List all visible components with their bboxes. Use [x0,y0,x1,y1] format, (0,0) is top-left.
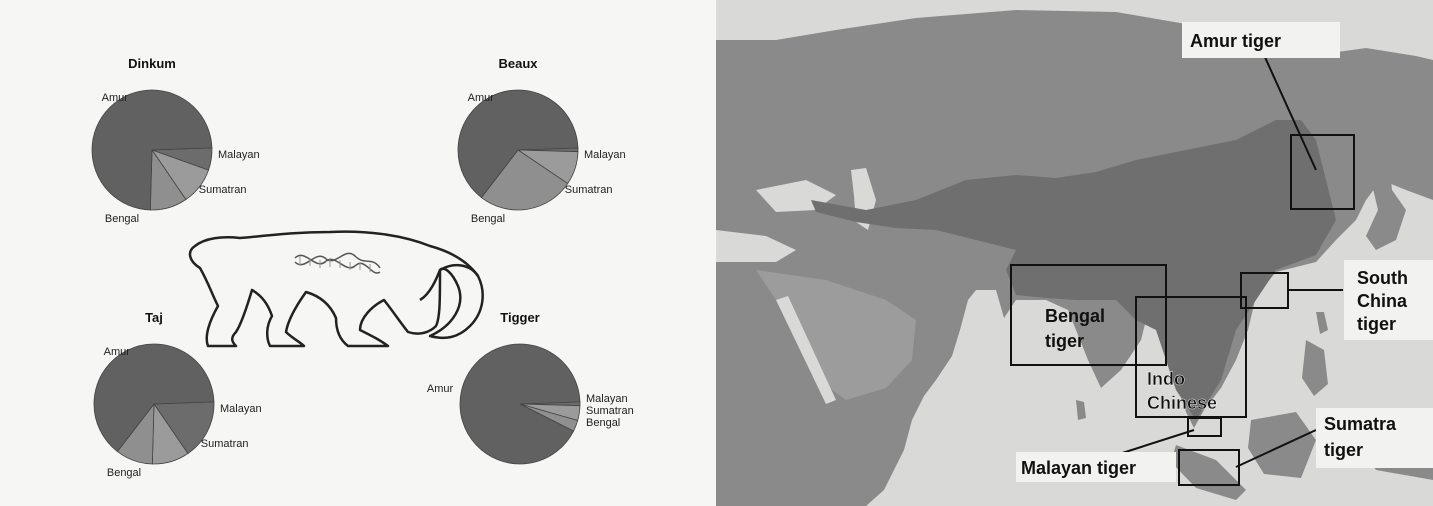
pie-label-bengal: Bengal [471,213,505,225]
sumatran-label-bg [1316,408,1433,468]
tiger-range-map: Amur tiger South China tiger Bengal tige… [716,0,1433,506]
south-china-label-bg [1344,260,1433,340]
sumatran-leader [1235,429,1317,468]
amur-label: Amur tiger [1190,31,1281,51]
malayan-label: Malayan tiger [1021,458,1136,478]
pie-slice-amur [93,343,215,453]
pie-label-malayan: Malayan [220,403,262,415]
pie-label-malayan: Malayan [218,149,260,161]
pie-slice-amur [457,89,579,199]
pie-label-amur: Amur [468,92,495,104]
pie-slice-amur [459,343,581,465]
bengal-label-1: Bengal [1045,306,1105,326]
pie-title: Taj [145,310,163,325]
pie-label-bengal: Bengal [105,213,139,225]
sumatran-label-2: tiger [1324,440,1363,460]
pie-slice-malayan [153,401,215,455]
sumatra-island [1171,445,1246,500]
tiger-outline-icon [188,230,484,348]
pie-label-amur: Amur [427,383,454,395]
red-sea [776,296,836,404]
malayan-box [1187,417,1222,437]
dna-helix-icon [294,252,381,274]
sri-lanka [1076,400,1086,420]
pie-slice-amur [91,89,213,211]
pie-label-bengal: Bengal [107,467,141,479]
pie-label-malayan: Malayan [584,149,626,161]
pie-label-sumatran: Sumatran [565,184,613,196]
south-china-label-3: tiger [1357,314,1396,334]
sumatran-box [1178,449,1240,486]
bengal-label-2: tiger [1045,331,1084,351]
pie-label-malayan: Malayan [586,393,628,405]
pie-label-bengal: Bengal [586,417,620,429]
pie-label-amur: Amur [102,92,129,104]
bengal-box [1010,264,1167,366]
amur-label-bg [1182,22,1340,58]
malayan-leader [1115,429,1195,456]
tiger-range [811,120,1336,420]
amur-leader [1263,54,1317,171]
south-china-label-1: South [1357,268,1408,288]
malayan-label-bg [1016,452,1176,482]
pie-label-sumatran: Sumatran [201,438,249,450]
amur-box [1290,134,1355,210]
indo-label-1: Indo [1147,369,1185,389]
pie-title: Dinkum [128,56,176,71]
philippines [1302,340,1328,396]
pie-charts: DinkumMalayanSumatranBengalAmurBeauxMala… [91,56,634,479]
pie-label-sumatran: Sumatran [199,184,247,196]
asia-map: Amur tiger South China tiger Bengal tige… [716,0,1433,506]
sumatran-label-1: Sumatra [1324,414,1397,434]
indo-label-2: Chinese [1147,393,1217,413]
pie-title: Beaux [498,56,538,71]
pie-title: Tigger [500,310,540,325]
mediterranean-sea [716,230,796,262]
taiwan-island [1316,312,1328,334]
japan [1366,140,1406,250]
arabian-peninsula [756,270,916,400]
south-china-label-2: China [1357,291,1408,311]
pie-slice-bengal [480,149,569,211]
pie-label-sumatran: Sumatran [586,405,634,417]
pie-label-amur: Amur [104,346,131,358]
